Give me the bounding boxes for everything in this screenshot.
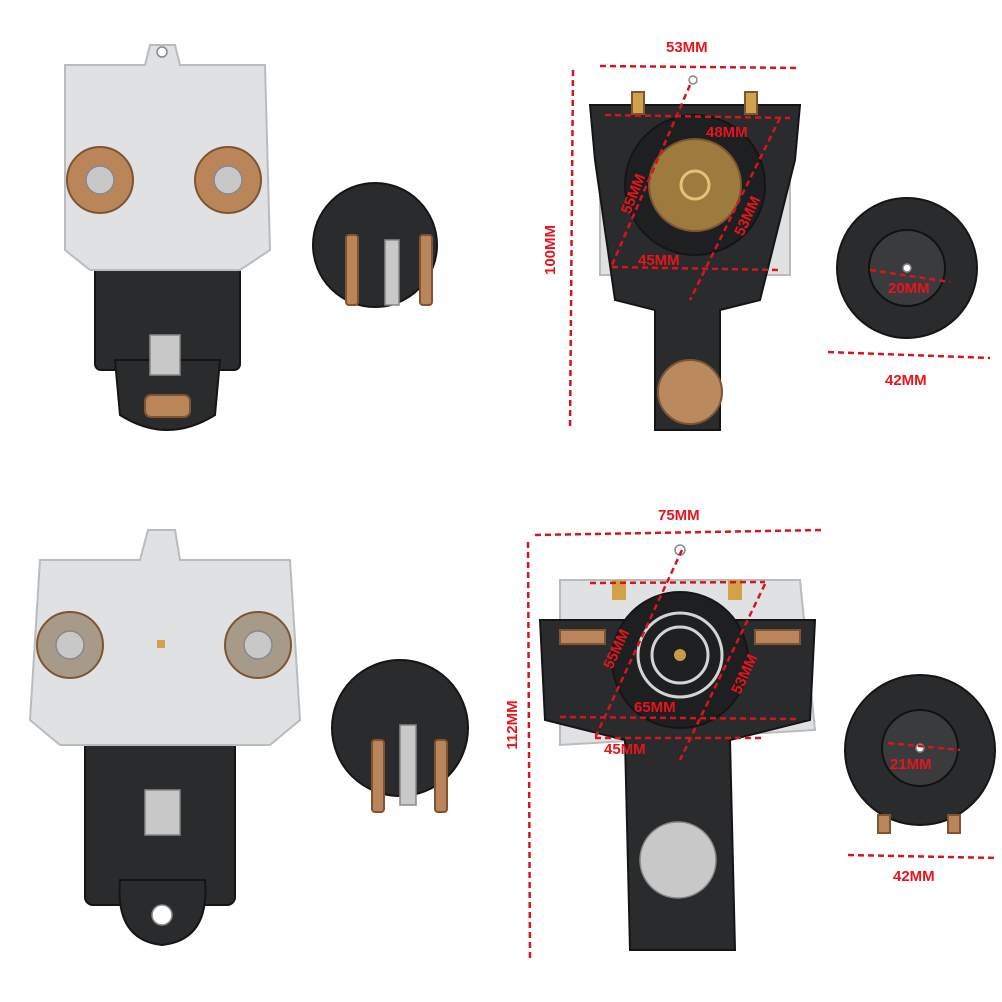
thermostat-small-front: [588, 75, 802, 431]
connector-outer-label-42mm: 42MM: [893, 868, 935, 885]
bottom-label-45mm: 45MM: [604, 741, 646, 758]
thermostat-large-front: [538, 544, 817, 951]
connector-inner-label-21mm: 21MM: [890, 756, 932, 773]
top-diag-label-48mm: 48MM: [706, 124, 748, 141]
height-label-112mm: 112MM: [504, 700, 521, 749]
connector-inner-label-20mm: 20MM: [888, 280, 930, 297]
connector-small-top: [836, 197, 978, 339]
bottom-label-45mm: 45MM: [638, 252, 680, 269]
width-label-53mm: 53MM: [666, 39, 708, 56]
thermostat-small-back: [64, 44, 272, 431]
height-label-100mm: 100MM: [542, 225, 559, 275]
connector-small-bottom: [312, 182, 438, 308]
connector-large-bottom: [331, 659, 469, 813]
connector-outer-label-42mm: 42MM: [885, 372, 927, 389]
width-label-75mm: 75MM: [658, 507, 700, 524]
thermostat-large-back: [28, 529, 302, 947]
middle-label-65mm: 65MM: [634, 699, 676, 716]
connector-large-top: [844, 674, 996, 834]
